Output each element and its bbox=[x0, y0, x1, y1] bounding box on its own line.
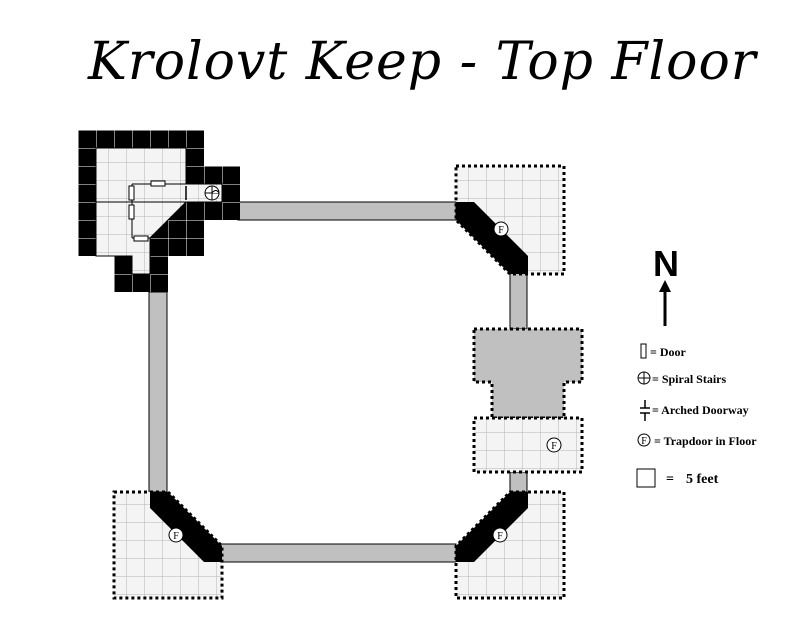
svg-text:F: F bbox=[641, 436, 647, 447]
northeast-tower: F bbox=[454, 164, 566, 276]
scale-value: 5 feet bbox=[686, 472, 719, 487]
legend-spiral-stairs: = Spiral Stairs bbox=[652, 372, 727, 386]
trapdoor-icon: F bbox=[168, 527, 184, 543]
svg-text:F: F bbox=[551, 441, 557, 452]
east-gatehouse: F bbox=[472, 327, 584, 474]
spiral-stairs-icon bbox=[637, 371, 651, 385]
trapdoor-icon: F bbox=[546, 437, 562, 453]
north-label: N bbox=[653, 243, 679, 284]
svg-text:F: F bbox=[173, 531, 179, 542]
southeast-tower: F bbox=[454, 490, 566, 600]
arched-doorway-icon bbox=[640, 400, 650, 421]
scale-square-icon bbox=[636, 468, 656, 488]
walkway-west bbox=[148, 291, 168, 493]
legend-arched-doorway: = Arched Doorway bbox=[652, 403, 749, 417]
door-icon bbox=[150, 180, 166, 187]
compass: N bbox=[653, 243, 679, 326]
svg-text:F: F bbox=[497, 531, 503, 542]
trapdoor-icon: F bbox=[493, 221, 509, 237]
walkway-east-upper bbox=[509, 271, 528, 330]
door-icon bbox=[128, 185, 135, 201]
door-icon bbox=[133, 235, 149, 242]
legend-trapdoor: = Trapdoor in Floor bbox=[654, 434, 757, 448]
walkways bbox=[148, 201, 528, 563]
legend-door: = Door bbox=[650, 345, 687, 359]
spiral-stairs-icon bbox=[204, 185, 220, 201]
walkway-north bbox=[237, 201, 457, 221]
walkway-south bbox=[219, 543, 457, 563]
southwest-tower: F bbox=[112, 490, 224, 600]
trapdoor-icon: F bbox=[637, 433, 651, 447]
legend: = Door = Spiral Stairs = Arched Doorway … bbox=[636, 343, 757, 488]
svg-text:F: F bbox=[498, 225, 504, 236]
walkway-east-lower bbox=[509, 471, 528, 493]
map-title: Krolovt Keep - Top Floor bbox=[88, 32, 757, 92]
northwest-tower bbox=[78, 130, 240, 292]
scale-equals: = bbox=[666, 472, 674, 487]
door-icon bbox=[640, 343, 647, 359]
trapdoor-icon: F bbox=[492, 527, 508, 543]
door-icon bbox=[128, 204, 135, 220]
